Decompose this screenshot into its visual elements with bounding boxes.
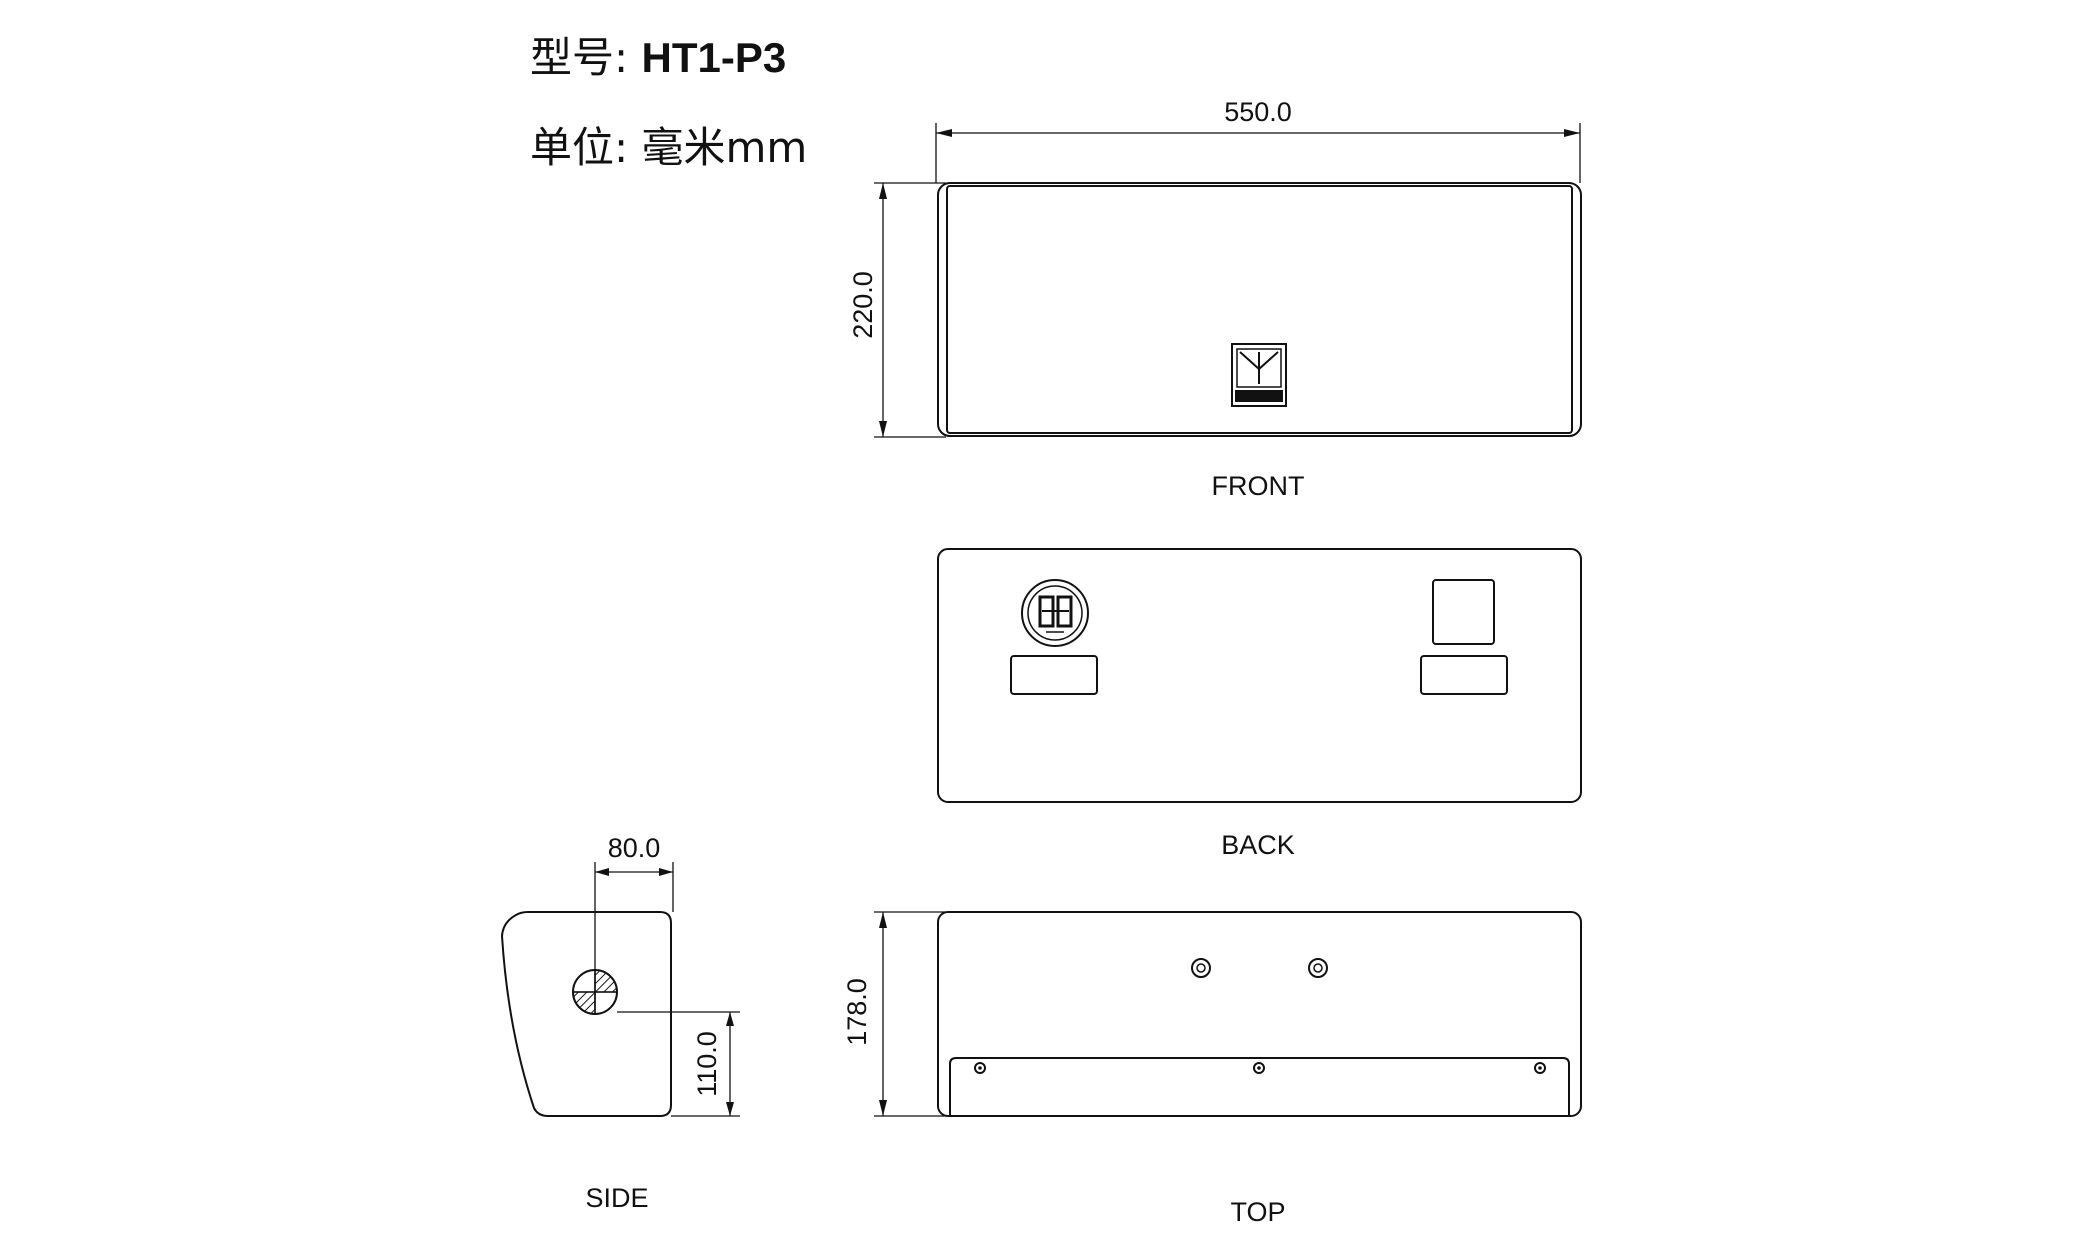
center-of-gravity-icon xyxy=(572,969,618,1015)
front-height-value: 220.0 xyxy=(848,271,878,339)
top-view: 178.0 TOP xyxy=(842,911,1582,1227)
top-cabinet xyxy=(937,911,1582,1117)
top-mounting-bracket xyxy=(949,1057,1570,1116)
unit-label: 单位: xyxy=(530,123,629,172)
back-view-label: BACK xyxy=(1221,830,1295,860)
back-label-plate-right xyxy=(1420,655,1508,695)
screw-icon xyxy=(1253,1062,1265,1074)
screw-icon xyxy=(974,1062,986,1074)
model-label: 型号: xyxy=(530,33,629,82)
front-view-label: FRONT xyxy=(1212,471,1305,501)
side-height-value: 110.0 xyxy=(692,1031,722,1097)
speaker-terminal-icon xyxy=(1021,579,1089,647)
front-cabinet xyxy=(937,182,1582,437)
front-width-value: 550.0 xyxy=(1224,97,1292,127)
model-line: 型号: HT1-P3 xyxy=(530,24,786,85)
top-depth-value: 178.0 xyxy=(842,978,872,1046)
front-width-dimension: 550.0 xyxy=(935,97,1581,183)
screw-icon xyxy=(1534,1062,1546,1074)
front-grille xyxy=(946,185,1573,434)
unit-line: 单位: 毫米mm xyxy=(530,114,807,175)
side-view-label: SIDE xyxy=(585,1183,648,1213)
top-view-label: TOP xyxy=(1230,1197,1285,1227)
side-view: 80.0 110.0 SIDE xyxy=(500,833,740,1213)
mount-point-icon xyxy=(1308,958,1328,978)
back-panel xyxy=(937,548,1582,803)
side-cabinet-outline xyxy=(500,911,672,1117)
model-value: HT1-P3 xyxy=(641,34,787,81)
front-view: 550.0 220.0 FRONT xyxy=(848,97,1582,501)
brand-logo-icon xyxy=(1231,343,1287,407)
top-depth-dimension: 178.0 xyxy=(842,911,946,1117)
back-label-plate-left xyxy=(1010,655,1098,695)
back-port-square xyxy=(1432,579,1495,645)
unit-value: 毫米mm xyxy=(641,123,808,172)
side-depth-value: 80.0 xyxy=(608,833,661,863)
front-height-dimension: 220.0 xyxy=(848,182,946,438)
side-height-dimension: 110.0 xyxy=(617,1011,740,1117)
mount-point-icon xyxy=(1191,958,1211,978)
back-view: BACK xyxy=(937,548,1582,860)
